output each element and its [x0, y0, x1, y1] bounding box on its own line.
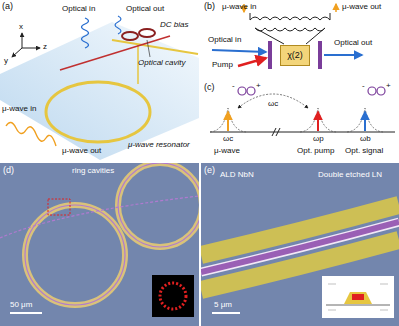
mode-label: Opt. pump: [297, 146, 334, 156]
scale-label: 5 μm: [214, 300, 232, 310]
axis-label: x: [19, 22, 23, 32]
panel-label: (c): [204, 82, 215, 92]
mode-label: Opt. signal: [345, 146, 383, 156]
frequency-label: ωc: [268, 99, 278, 109]
panel-label: (d): [3, 165, 14, 175]
axis-label: z: [43, 42, 47, 52]
port-label: Optical in: [208, 35, 241, 45]
part-label: ring cavities: [72, 166, 114, 176]
port-label: Pump: [212, 60, 233, 70]
sign-label: -: [232, 81, 235, 91]
mode-label: μ-wave: [214, 146, 240, 156]
axis-label: y: [4, 56, 8, 66]
port-label: Optical out: [334, 38, 372, 48]
port-label: μ-wave out: [62, 146, 101, 156]
part-label: DC bias: [160, 20, 188, 30]
part-label: Double etched LN: [318, 170, 382, 180]
frequency-label: ωc: [223, 134, 233, 144]
box-text: χ(2): [287, 50, 303, 61]
sign-label: +: [256, 81, 261, 91]
port-label: Optical in: [62, 4, 95, 14]
port-label: μ-wave in: [2, 104, 36, 114]
port-label: μ-wave out: [342, 2, 381, 12]
sign-label: -: [362, 81, 365, 91]
part-label: Optical cavity: [138, 58, 186, 68]
frequency-label: ωp: [313, 134, 324, 144]
frequency-label: ωb: [360, 134, 371, 144]
nonlinear-box: χ(2): [280, 45, 310, 66]
part-label: μ-wave resonator: [128, 140, 190, 150]
sign-label: +: [386, 81, 391, 91]
panel-label: (a): [2, 1, 13, 11]
panel-label: (b): [204, 1, 215, 11]
port-label: μ-wave in: [222, 2, 256, 12]
scale-label: 50 μm: [10, 300, 32, 310]
panel-label: (e): [204, 165, 215, 175]
port-label: Optical out: [126, 4, 164, 14]
part-label: ALD NbN: [220, 170, 254, 180]
